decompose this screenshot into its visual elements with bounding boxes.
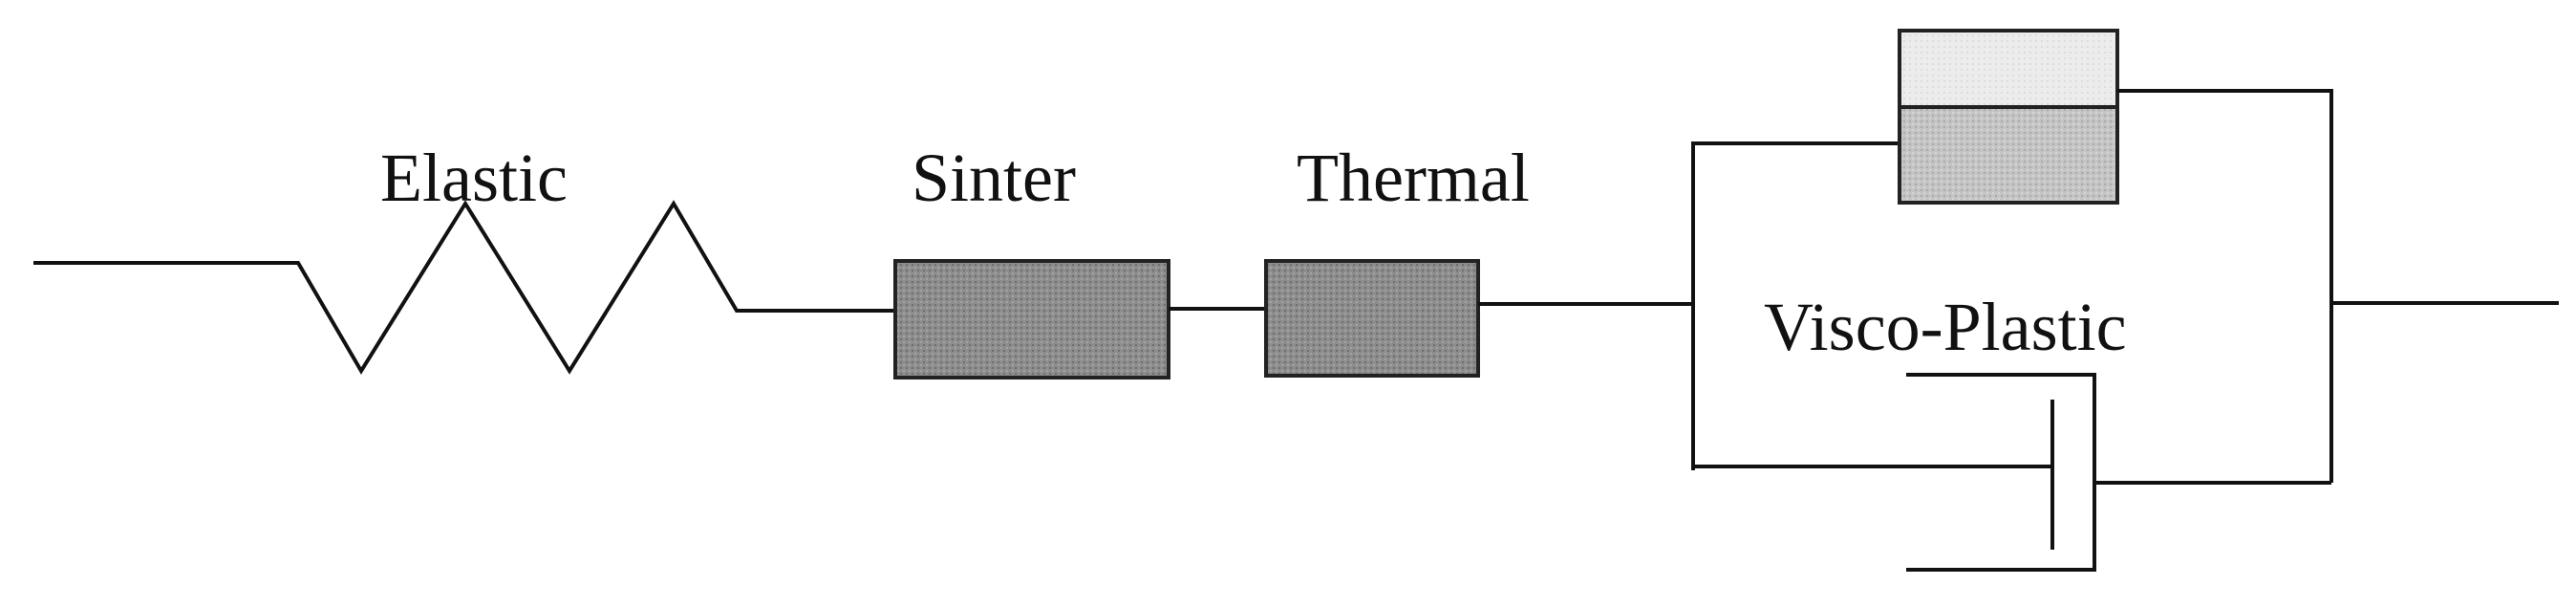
- thermal-element: [1264, 259, 1480, 378]
- frictional-element: [1898, 29, 2119, 205]
- thermal-label: Thermal: [1297, 140, 1530, 216]
- visco-plastic-label: Visco-Plastic: [1764, 289, 2127, 365]
- elastic-spring: [33, 200, 895, 375]
- sinter-label: Sinter: [912, 140, 1076, 216]
- dashpot-element: [1693, 373, 2331, 572]
- sinter-element: [893, 259, 1170, 379]
- elastic-label: Elastic: [380, 140, 568, 216]
